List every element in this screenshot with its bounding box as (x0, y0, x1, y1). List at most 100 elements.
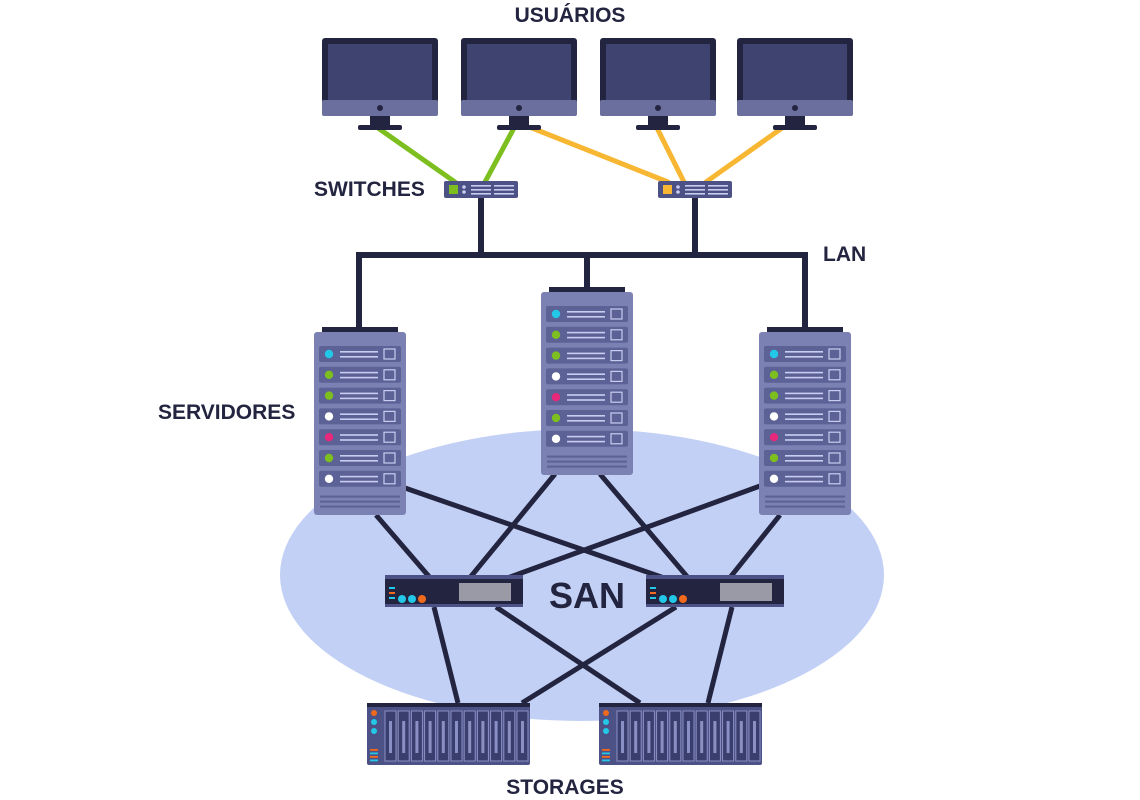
server-led (551, 330, 561, 339)
server-bay-line (340, 392, 378, 395)
storage-top (367, 703, 530, 707)
san-led (408, 595, 416, 603)
storage-led (371, 719, 377, 725)
monitor-base (773, 125, 817, 130)
server-led (551, 309, 561, 319)
server-bay-line (785, 434, 823, 436)
san-port-bar (389, 587, 395, 589)
server-vent (320, 505, 400, 508)
user-links (375, 125, 785, 185)
storage-drive-handle (753, 721, 756, 753)
server-bay-line (785, 376, 823, 379)
server-led (551, 413, 561, 423)
server-bay (546, 389, 628, 406)
switch-vent (708, 193, 728, 195)
san-port-bar (650, 597, 656, 599)
server-vent (547, 465, 627, 468)
server-bay (546, 368, 628, 385)
san-switches (385, 575, 784, 607)
link-serverC-sanL (466, 472, 557, 582)
server-bay-line (785, 392, 823, 395)
server-bay-line (340, 434, 378, 436)
server-bay-line (567, 435, 605, 438)
san-switch-right (646, 575, 784, 607)
storage-led (371, 710, 377, 716)
switch-vent (494, 193, 514, 195)
server-bay-slot (383, 473, 396, 485)
server-bay-line (785, 475, 823, 478)
san-led (659, 595, 667, 603)
storage-top (599, 703, 762, 707)
server-bay-slot (610, 370, 623, 382)
link-serverR-sanR (726, 513, 782, 582)
server-bay-slot (610, 391, 623, 403)
switch-vent (708, 185, 728, 187)
switch-port-led (449, 185, 458, 194)
monitor-base (358, 125, 402, 130)
server-bay-slot (610, 412, 623, 424)
server-bay-line (785, 455, 823, 457)
server-bay-line (785, 418, 823, 420)
server-led (324, 453, 334, 463)
server-bay (319, 429, 401, 446)
server-led (324, 433, 334, 442)
storage-drive-handle (455, 721, 458, 753)
server-bay-slot (383, 410, 396, 422)
server-bay-line (567, 331, 605, 334)
server-bay (319, 408, 401, 425)
server-bay-line (567, 316, 605, 318)
server-bay-line (567, 373, 605, 375)
storage-drive-handle (673, 721, 677, 753)
storage-port-bar (370, 759, 378, 762)
storage-drive-handle (634, 721, 638, 753)
server-right (759, 327, 851, 515)
servers-label: SERVIDORES (158, 401, 296, 424)
monitor-power-dot (377, 105, 383, 111)
storage-drive-handle (647, 721, 651, 753)
storage-port-bar (602, 749, 610, 751)
server-bay (764, 429, 846, 446)
server-led (324, 412, 334, 421)
storage-drive-handle (415, 721, 419, 753)
server-bay (764, 346, 846, 362)
storage-drive-handle (428, 721, 432, 753)
storage-drive-handle (726, 721, 730, 753)
san-links-upper (374, 472, 782, 583)
server-bay-slot (828, 348, 841, 360)
server-bay-slot (828, 369, 841, 381)
storage-led (603, 710, 609, 716)
server-bay-line (567, 399, 605, 401)
san-port-bar (650, 587, 656, 589)
server-vent (765, 495, 845, 498)
server-led (551, 351, 561, 360)
server-bay-line (340, 376, 378, 379)
server-vent (765, 500, 845, 503)
server-bay-slot (828, 473, 841, 485)
storage-drive-handle (481, 721, 485, 753)
san-led (398, 595, 406, 603)
server-bay (546, 410, 628, 426)
server-bay-line (340, 351, 378, 353)
link-sanL-storR (494, 604, 642, 706)
storage-drive-handle (402, 721, 406, 753)
server-vent (765, 505, 845, 508)
san-switch-top (385, 575, 523, 579)
server-bay (546, 306, 628, 322)
server-bay-slot (610, 350, 623, 362)
server-bay-line (340, 455, 378, 457)
storage-port-bar (602, 756, 610, 758)
server-top-cap (322, 327, 398, 333)
storage-led (603, 728, 609, 734)
link-sanR-storR (705, 606, 735, 704)
san-switch-panel (459, 583, 511, 601)
server-bay-slot (610, 433, 623, 445)
storage-drive-handle (494, 721, 498, 753)
server-vent (320, 495, 400, 498)
server-top-cap (549, 287, 625, 293)
server-bay-line (785, 397, 823, 400)
server-bay-line (567, 311, 605, 313)
server-bay-line (567, 352, 605, 355)
server-led (551, 393, 561, 402)
server-bay-line (785, 439, 823, 441)
storage-drive-handle (621, 721, 624, 753)
